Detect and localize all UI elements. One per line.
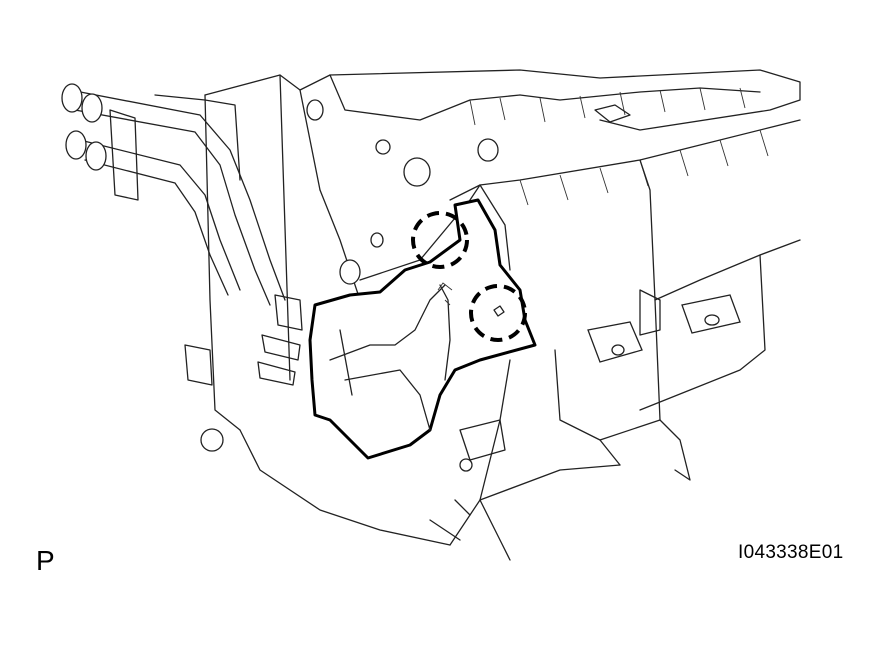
view-label: P	[36, 545, 55, 576]
electrical-connectors	[587, 289, 741, 363]
unit-top-frame	[299, 69, 801, 206]
heater-core-pipes	[61, 83, 286, 306]
clip-callout-upper	[411, 211, 469, 269]
figure-id: I043338E01	[738, 542, 844, 563]
side-brackets	[184, 294, 303, 386]
heater-housing	[204, 74, 801, 561]
highlighted-part	[308, 198, 537, 460]
mounting-bosses	[200, 99, 499, 472]
clip-callout-lower	[469, 284, 527, 342]
